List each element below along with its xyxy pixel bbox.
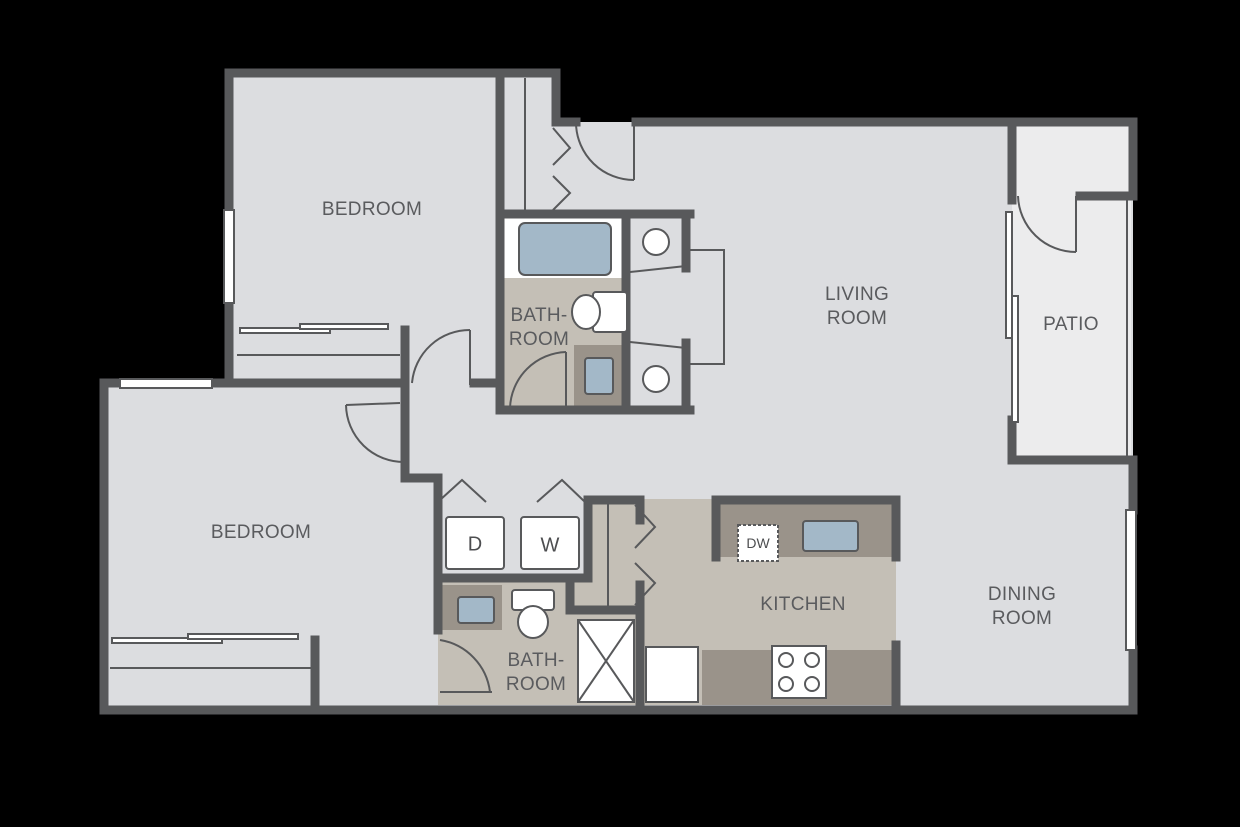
label-line: ROOM bbox=[826, 308, 888, 329]
patio-floor bbox=[1012, 124, 1131, 460]
label-living-room: LIVING ROOM bbox=[825, 283, 889, 331]
washer bbox=[520, 516, 580, 570]
washer-label: W bbox=[540, 534, 560, 557]
closet-lines bbox=[110, 78, 1137, 693]
label-dining-room: DINING ROOM bbox=[988, 583, 1056, 631]
walls bbox=[99, 68, 1138, 715]
bathtub bbox=[518, 222, 612, 276]
label-bathroom-2: BATH- ROOM bbox=[506, 649, 566, 697]
label-line: ROOM bbox=[991, 608, 1053, 629]
label-kitchen: KITCHEN bbox=[760, 594, 846, 615]
stove bbox=[771, 645, 827, 699]
dishwasher bbox=[737, 524, 779, 562]
dryer-label: D bbox=[467, 533, 483, 556]
label-line: BATH- bbox=[510, 305, 568, 326]
kitchen-sink bbox=[802, 520, 859, 552]
label-patio: PATIO bbox=[1043, 314, 1099, 335]
label-line: BATH- bbox=[507, 650, 565, 671]
label-line: LIVING bbox=[824, 284, 890, 305]
label-line: ROOM bbox=[508, 329, 570, 350]
dryer bbox=[445, 516, 505, 570]
label-bedroom-2: BEDROOM bbox=[210, 522, 312, 543]
refrigerator bbox=[645, 646, 699, 703]
label-line: DINING bbox=[987, 584, 1057, 605]
fixtures bbox=[445, 222, 859, 703]
label-bathroom-1: BATH- ROOM bbox=[509, 304, 569, 352]
label-bedroom-1: BEDROOM bbox=[321, 199, 423, 220]
dishwasher-label: DW bbox=[746, 535, 770, 551]
label-line: ROOM bbox=[505, 674, 567, 695]
